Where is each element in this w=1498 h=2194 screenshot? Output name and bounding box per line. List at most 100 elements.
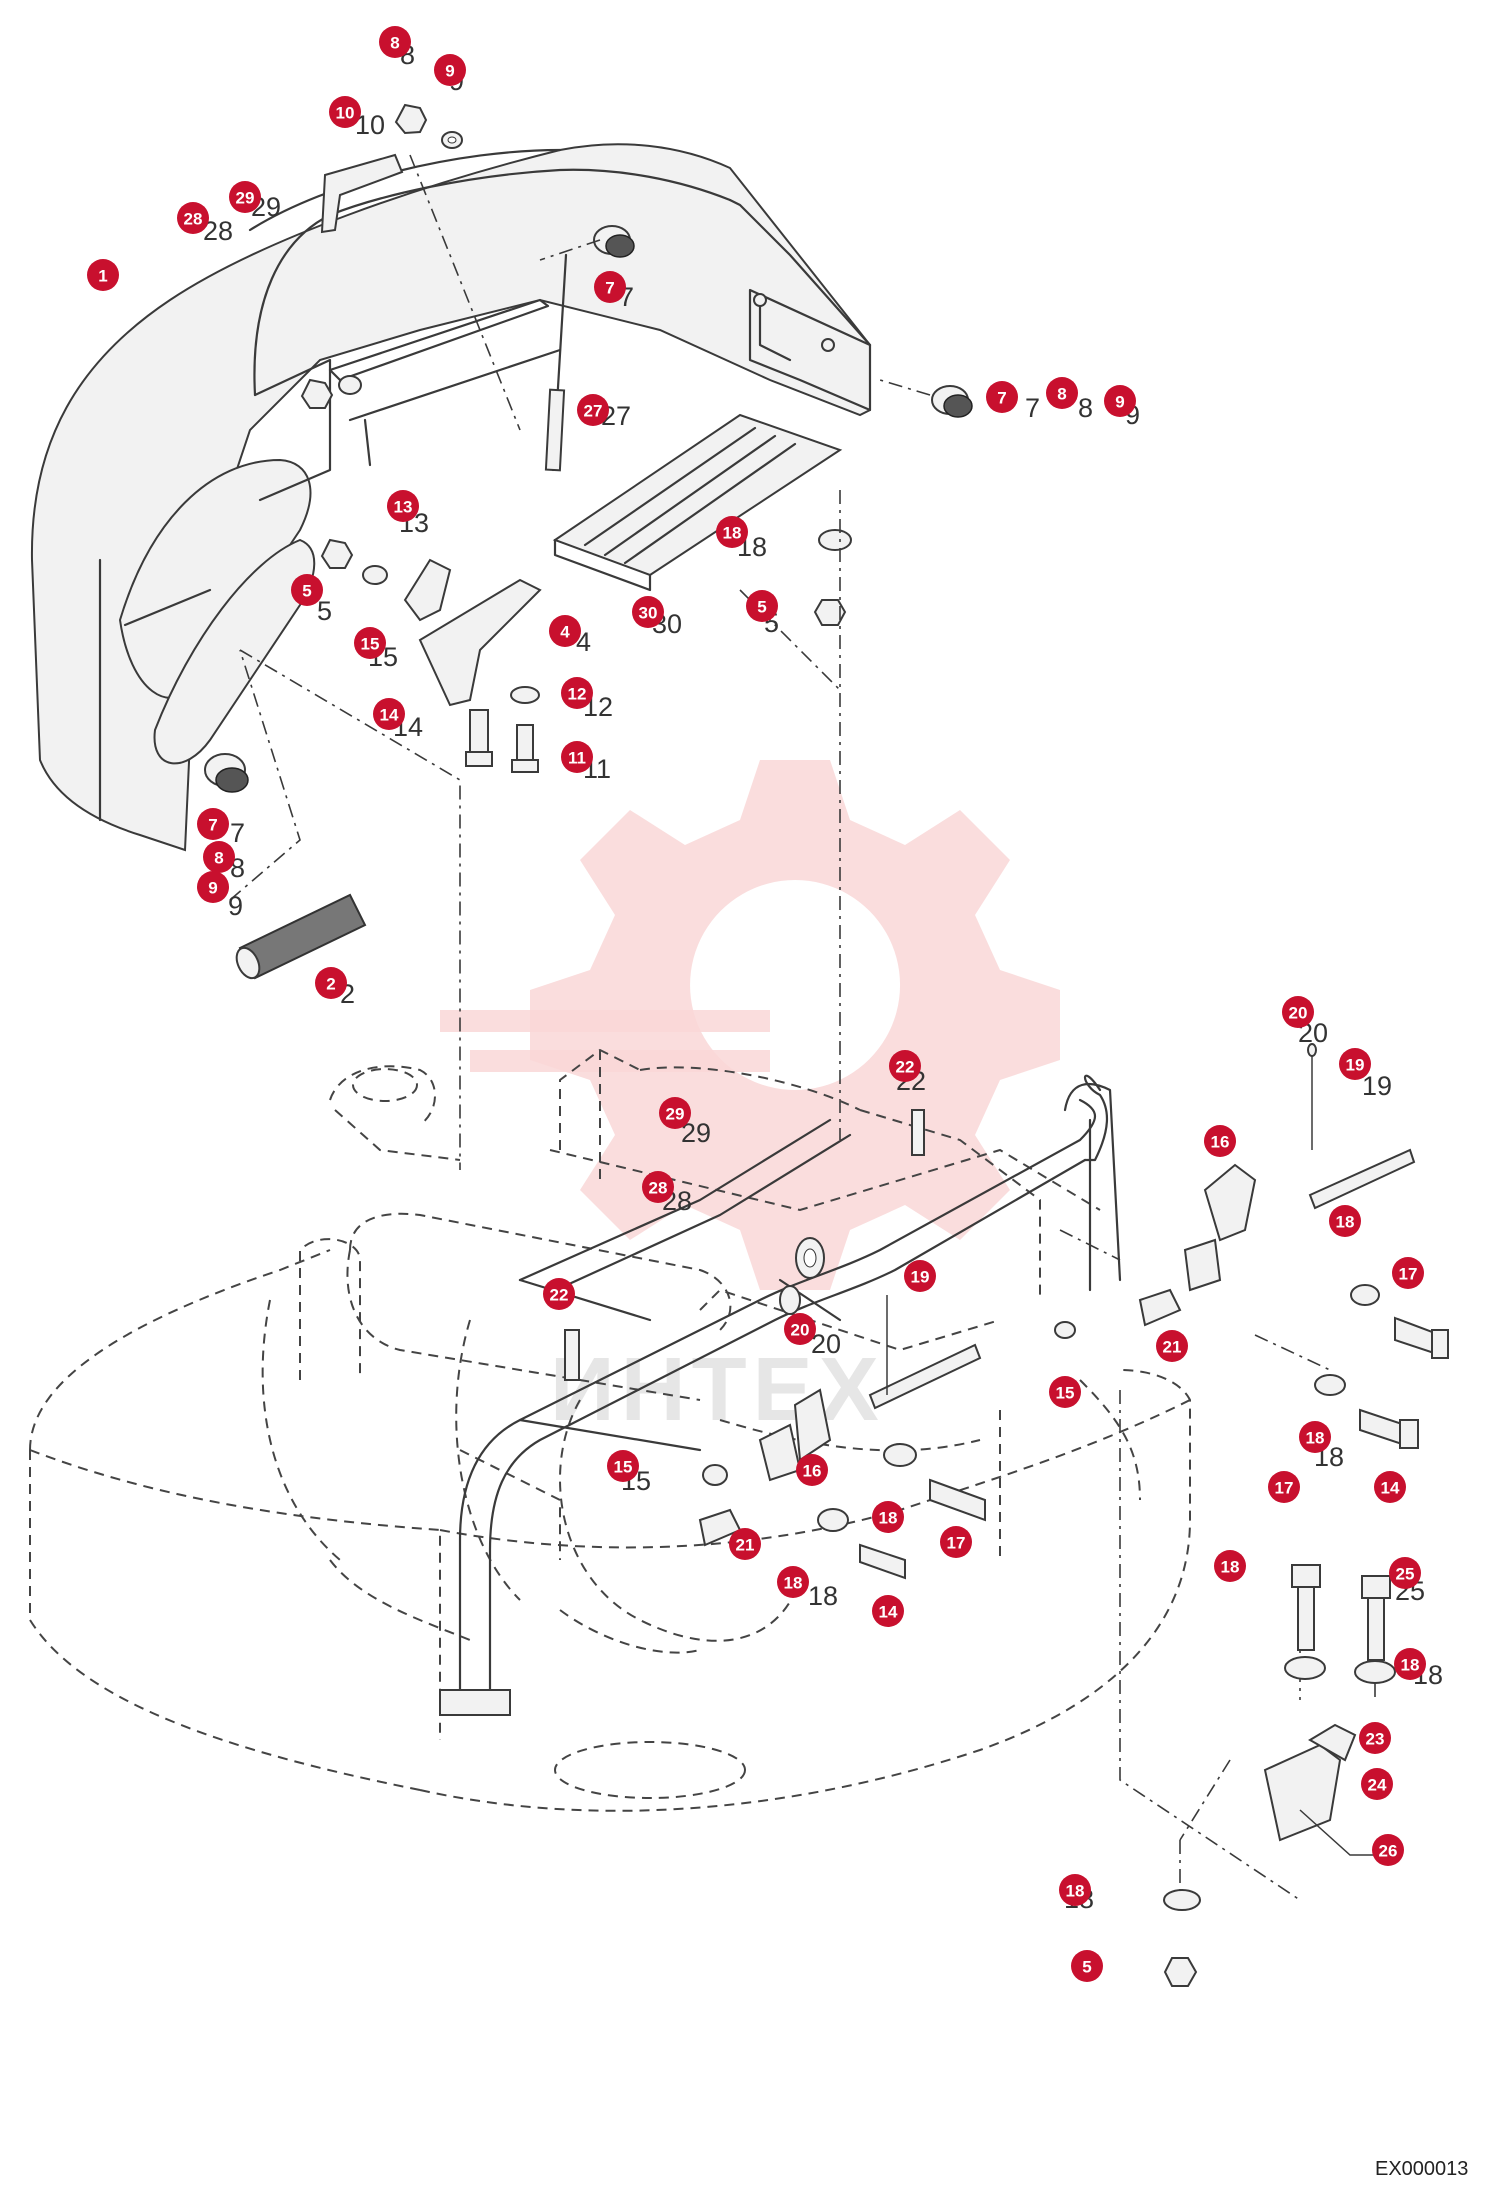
plain-part-number: 9: [228, 891, 243, 921]
callout-label: 17: [1399, 1265, 1418, 1284]
callout-marker: 7: [594, 271, 626, 303]
callout-label: 28: [649, 1179, 668, 1198]
callout-marker: 12: [561, 677, 593, 709]
callout-marker: 14: [1374, 1471, 1406, 1503]
callout-circle: [197, 871, 229, 903]
callout-circle: [1156, 1330, 1188, 1362]
callout-marker: 29: [659, 1097, 691, 1129]
callout-marker: 17: [1392, 1257, 1424, 1289]
callout-marker: 26: [1372, 1834, 1404, 1866]
callout-circle: [434, 54, 466, 86]
callout-circle: [729, 1528, 761, 1560]
callout-label: 18: [1401, 1656, 1420, 1675]
bolts-14-11: [465, 686, 540, 773]
callout-marker: 9: [1104, 385, 1136, 417]
callout-marker: 19: [1339, 1048, 1371, 1080]
callout-label: 22: [896, 1058, 915, 1077]
callout-label: 27: [584, 402, 603, 421]
callout-label: 19: [911, 1268, 930, 1287]
callout-marker: 25: [1389, 1557, 1421, 1589]
callout-label: 16: [1211, 1133, 1230, 1152]
rubber-bumper-right: [931, 385, 973, 418]
callout-circle: [1329, 1205, 1361, 1237]
callout-marker: 11: [561, 741, 593, 773]
callout-label: 8: [1057, 385, 1066, 404]
callout-label: 9: [1115, 393, 1124, 412]
step-plate-30: [552, 413, 843, 592]
callout-label: 21: [1163, 1338, 1182, 1357]
callout-label: 4: [560, 623, 570, 642]
callout-label: 24: [1368, 1776, 1387, 1795]
callout-label: 2: [326, 975, 335, 994]
plain-part-number: 5: [317, 596, 332, 626]
callout-label: 26: [1379, 1842, 1398, 1861]
callout-marker: 16: [1204, 1125, 1236, 1157]
callout-circle: [1046, 377, 1078, 409]
callout-marker: 27: [577, 394, 609, 426]
callout-label: 28: [184, 210, 203, 229]
plain-part-number: 18: [808, 1581, 838, 1611]
callout-circle: [315, 967, 347, 999]
callout-circle: [1374, 1471, 1406, 1503]
callout-label: 7: [208, 816, 217, 835]
callout-label: 9: [445, 62, 454, 81]
callout-label: 15: [1056, 1384, 1075, 1403]
callout-label: 20: [1289, 1004, 1308, 1023]
callout-label: 18: [879, 1509, 898, 1528]
callout-circle: [1268, 1471, 1300, 1503]
callout-label: 16: [803, 1462, 822, 1481]
callout-circle: [986, 381, 1018, 413]
callout-label: 20: [791, 1321, 810, 1340]
callout-circle: [1104, 385, 1136, 417]
callout-label: 18: [1221, 1558, 1240, 1577]
callout-circle: [1204, 1125, 1236, 1157]
callout-marker: 24: [1361, 1768, 1393, 1800]
callout-label: 21: [736, 1536, 755, 1555]
callout-circle: [607, 1450, 639, 1482]
callout-circle: [291, 574, 323, 606]
callout-circle: [177, 202, 209, 234]
plain-part-number: 7: [230, 818, 245, 848]
callout-circle: [594, 271, 626, 303]
callout-circle: [387, 490, 419, 522]
callout-marker: 14: [373, 698, 405, 730]
callout-marker: 18: [716, 516, 748, 548]
callout-circle: [379, 26, 411, 58]
callout-circle: [329, 96, 361, 128]
callout-marker: 28: [177, 202, 209, 234]
callout-circle: [1361, 1768, 1393, 1800]
callout-label: 5: [757, 598, 766, 617]
callout-circle: [642, 1171, 674, 1203]
callout-circle: [561, 677, 593, 709]
callout-label: 5: [1082, 1958, 1091, 1977]
callout-label: 29: [666, 1105, 685, 1124]
callout-circle: [659, 1097, 691, 1129]
callout-label: 18: [784, 1574, 803, 1593]
callout-marker: 5: [291, 574, 323, 606]
machine-frame: [29, 1048, 1191, 1812]
callout-marker: 13: [387, 490, 419, 522]
callout-marker: 18: [1299, 1421, 1331, 1453]
callout-circle: [940, 1526, 972, 1558]
callout-marker: 1: [87, 259, 119, 291]
callout-label: 14: [879, 1603, 898, 1622]
callout-marker: 7: [197, 808, 229, 840]
nut-washer-top: [394, 103, 463, 149]
callout-marker: 15: [607, 1450, 639, 1482]
callout-marker: 23: [1359, 1722, 1391, 1754]
plain-part-number: 7: [1025, 393, 1040, 423]
callout-label: 7: [605, 279, 614, 298]
callout-marker: 18: [1394, 1648, 1426, 1680]
callout-circle: [354, 627, 386, 659]
bracket-4: [320, 538, 542, 707]
callout-marker: 18: [872, 1501, 904, 1533]
callout-circle: [784, 1313, 816, 1345]
callout-marker: 7: [986, 381, 1018, 413]
callout-circle: [203, 841, 235, 873]
callout-circle: [1372, 1834, 1404, 1866]
callout-marker: 15: [354, 627, 386, 659]
latch-assembly: [1163, 1564, 1396, 1987]
callout-marker: 29: [229, 181, 261, 213]
callout-marker: 4: [549, 615, 581, 647]
callout-label: 1: [98, 267, 107, 286]
